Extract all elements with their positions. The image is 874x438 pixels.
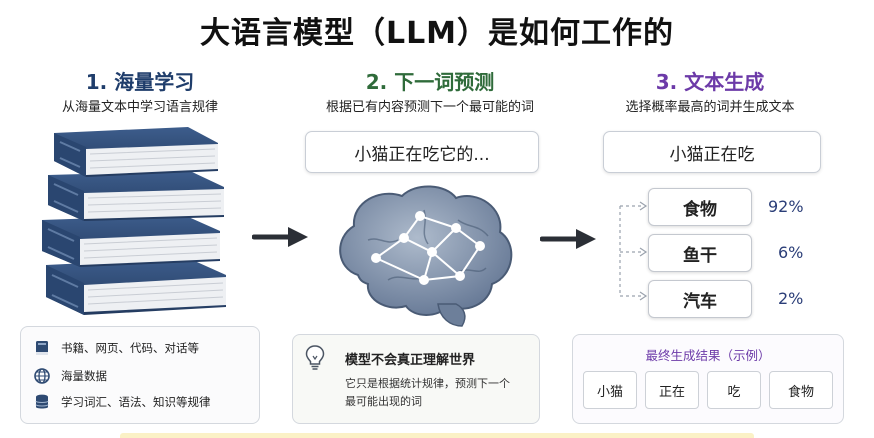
database-icon [35,394,49,409]
prediction-input-text: 小猫正在吃它的... [354,144,490,165]
result-token: 吃 [707,371,761,409]
generation-input-box: 小猫正在吃 [603,131,821,173]
book-1 [54,127,218,177]
legend-label: 海量数据 [61,369,107,383]
note-title: 模型不会真正理解世界 [345,353,476,368]
result-token: 食物 [769,371,833,409]
candidate-probability: 6% [778,243,804,262]
lightbulb-icon [305,345,325,370]
candidate-word: 食物 [648,188,752,226]
arrow-right-icon [252,227,308,247]
globe-icon [34,368,50,384]
candidate-probability: 92% [768,197,804,216]
candidate-word: 鱼干 [648,234,752,272]
result-panel: 最终生成结果（示例） 小猫 正在 吃 食物 [572,334,844,424]
bottom-banner-edge [120,433,754,438]
step3-title: 3. 文本生成 [655,70,765,94]
note-body-line2: 最可能出现的词 [345,395,422,408]
book-2 [48,171,224,221]
result-title: 最终生成结果（示例） [645,348,771,363]
step3-subtitle: 选择概率最高的词并生成文本 [625,100,795,115]
candidate-probability: 2% [778,289,804,308]
page-title: 大语言模型（LLM）是如何工作的 [199,16,675,51]
generation-input-text: 小猫正在吃 [669,144,755,165]
book-icon [36,341,48,355]
legend-item: 书籍、网页、代码、对话等 [33,339,199,357]
step1-subtitle: 从海量文本中学习语言规律 [61,100,218,115]
step1-title: 1. 海量学习 [85,70,195,94]
brain-network-icon [339,185,513,327]
note-body-line1: 它只是根据统计规律，预测下一个 [345,377,510,390]
candidate-bracket [619,201,648,301]
legend-label: 书籍、网页、代码、对话等 [61,341,199,355]
step2-subtitle: 根据已有内容预测下一个最可能的词 [325,100,534,115]
legend-item: 海量数据 [33,367,107,385]
legend-label: 学习词汇、语法、知识等规律 [61,395,211,409]
book-stack-illustration [42,127,226,315]
book-3 [42,215,220,267]
note-panel: 模型不会真正理解世界 它只是根据统计规律，预测下一个 最可能出现的词 [292,334,540,424]
prediction-input-box: 小猫正在吃它的... [305,131,539,173]
result-token: 小猫 [583,371,637,409]
arrow-right-icon [540,229,596,249]
book-4 [46,258,226,315]
candidate-word: 汽车 [648,280,752,318]
step2-title: 2. 下一词预测 [365,70,495,94]
legend-item: 学习词汇、语法、知识等规律 [33,393,211,411]
legend-panel: 书籍、网页、代码、对话等 海量数据 学习词汇、语法、知识等规律 [20,326,260,424]
result-token: 正在 [645,371,699,409]
